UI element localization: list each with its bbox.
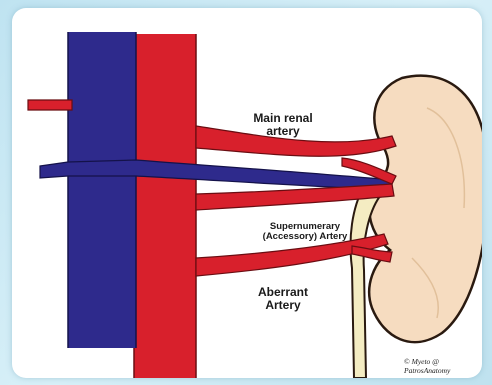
aorta	[134, 34, 196, 378]
left-artery-branch	[28, 100, 72, 110]
vena-cava	[68, 32, 136, 348]
renal-artery-diagram	[12, 8, 482, 378]
label-supernumerary-artery: Supernumerary (Accessory) Artery	[250, 222, 360, 243]
label-main-renal-artery: Main renal artery	[240, 112, 326, 138]
kidney	[369, 76, 482, 343]
credit-line-2: PatrosAnatomy	[404, 367, 482, 376]
diagram-card: Main renal artery Supernumerary (Accesso…	[12, 8, 482, 378]
label-aberrant-artery: Aberrant Artery	[248, 286, 318, 312]
image-credit: © Myeto @ PatrosAnatomy	[404, 358, 482, 375]
